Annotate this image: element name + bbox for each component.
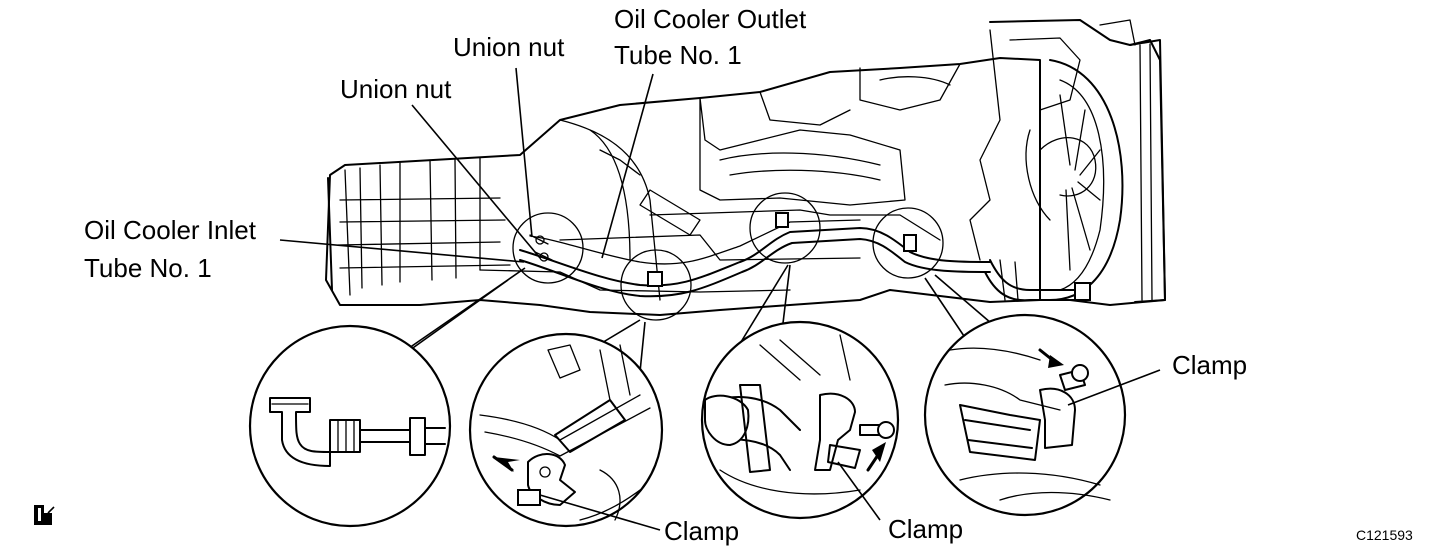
label-union-nut-left: Union nut — [340, 74, 452, 104]
locator-circle-clamp-1 — [620, 249, 692, 321]
detail-circle-clamp-1 — [468, 332, 664, 528]
oil-cooler-tubes — [519, 219, 991, 298]
label-clamp-detail2: Clamp — [664, 516, 740, 546]
detail-circle-clamp-3 — [923, 313, 1127, 517]
locator-circle-clamp-2 — [749, 192, 821, 264]
label-leader-lines — [279, 67, 1161, 531]
label-clamp-detail3: Clamp — [888, 514, 964, 544]
locator-circles — [512, 192, 944, 321]
detail-leader-lines — [379, 264, 1006, 373]
locator-circle-union-nuts — [512, 212, 584, 284]
label-union-nut-top: Union nut — [453, 32, 565, 62]
label-inlet-tube-line1: Oil Cooler Inlet — [84, 215, 256, 245]
transmission-assembly — [325, 19, 1166, 316]
label-outlet-tube-line1: Oil Cooler Outlet — [614, 4, 807, 34]
label-outlet-tube-line2: Tube No. 1 — [614, 40, 742, 70]
locator-circle-clamp-3 — [872, 207, 944, 279]
label-clamp-right: Clamp — [1172, 350, 1248, 380]
detail-circle-clamp-2 — [700, 320, 900, 520]
wrench-symbol-icon — [34, 505, 55, 525]
figure-code: C121593 — [1356, 527, 1413, 543]
label-inlet-tube-line2: Tube No. 1 — [84, 253, 212, 283]
detail-circle-union-nut — [248, 324, 452, 528]
